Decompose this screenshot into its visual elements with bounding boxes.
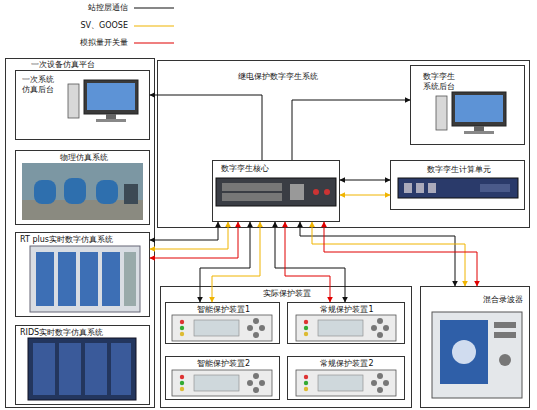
simulator-box: RIDS实时数字仿真系统 (15, 325, 150, 405)
device-panel (296, 370, 396, 396)
node-label: 一次设备仿真平台 (31, 60, 146, 70)
device-box: 智能保护装置2 (165, 356, 280, 400)
device-panel (172, 370, 272, 396)
connector-line (150, 95, 262, 160)
compute-box: 数字孪生计算单元 (390, 160, 525, 210)
platform-group: 一次设备仿真平台一次系统 仿真后台物理仿真系统 RT plus实时数字仿真系统 RI… (5, 58, 155, 408)
legend-line (134, 7, 174, 8)
recorder-image (432, 312, 522, 398)
node-label: 智能保护装置2 (166, 359, 281, 369)
connector-line (340, 195, 390, 196)
connector-line (300, 222, 455, 286)
node-label: RIDS实时数字仿真系统 (20, 328, 148, 338)
node-label: 数字孪生 系统后台 (423, 72, 463, 92)
core-box: 数字孪生核心 (212, 160, 340, 222)
legend-line (134, 25, 174, 26)
computer-icon (68, 80, 138, 122)
connector-line (285, 222, 330, 302)
simulator-box: RT plus实时数字仿真系统 (15, 232, 150, 317)
legend-text: 站控层通信 (88, 3, 128, 13)
device-box: 常规保护装置2 (287, 356, 405, 400)
system-group: 继电保护数字孪生系统 数字孪生 系统后台数字孪生核心 数字孪生计算单元 (157, 60, 530, 228)
connector-line (212, 222, 260, 302)
device-box: 智能保护装置1 (165, 302, 280, 344)
computer-box: 一次系统 仿真后台 (15, 70, 150, 140)
node-label: 继电保护数字孪生系统 (238, 72, 388, 82)
node-label: 物理仿真系统 (16, 153, 151, 163)
node-label: 混合录波器 (483, 295, 528, 305)
connector-line (200, 222, 250, 302)
switch-image (216, 178, 336, 206)
server-image (398, 178, 518, 198)
connector-line (292, 100, 410, 160)
node-label: 常规保护装置2 (288, 359, 406, 369)
legend-text: 模拟量开关量 (80, 38, 128, 48)
node-label: RT plus实时数字仿真系统 (20, 235, 148, 245)
node-label: 实际保护装置 (161, 289, 413, 299)
node-label: 数字孪生核心 (221, 164, 333, 174)
node-label: 数字孪生计算单元 (391, 165, 526, 175)
node-label: 智能保护装置1 (166, 305, 281, 315)
cabinet-image (30, 246, 140, 312)
node-label: 一次系统 仿真后台 (22, 75, 62, 95)
computer-icon (436, 92, 506, 134)
connector-line (150, 222, 218, 240)
node-label: 常规保护装置1 (288, 305, 406, 315)
connector-line (324, 222, 477, 286)
device-panel (172, 315, 272, 341)
legend-text: SV、GOOSE (81, 21, 128, 31)
recorder-box: 混合录波器 (420, 286, 530, 408)
simulator-box: 物理仿真系统 (15, 150, 150, 225)
cabinet-image (28, 338, 136, 400)
connector-line (150, 222, 228, 249)
connector-line (150, 222, 238, 258)
computer-box: 数字孪生 系统后台 (410, 65, 525, 145)
device-group: 实际保护装置智能保护装置1 常规保护装置1 智能保护装置2 常规保护装置2 (160, 286, 412, 408)
legend-line (134, 42, 174, 43)
connector-line (340, 180, 390, 181)
connector-line (275, 222, 345, 302)
device-box: 常规保护装置1 (287, 302, 405, 344)
device-panel (296, 315, 396, 341)
connector-line (312, 222, 465, 286)
machine-photo (22, 163, 143, 220)
